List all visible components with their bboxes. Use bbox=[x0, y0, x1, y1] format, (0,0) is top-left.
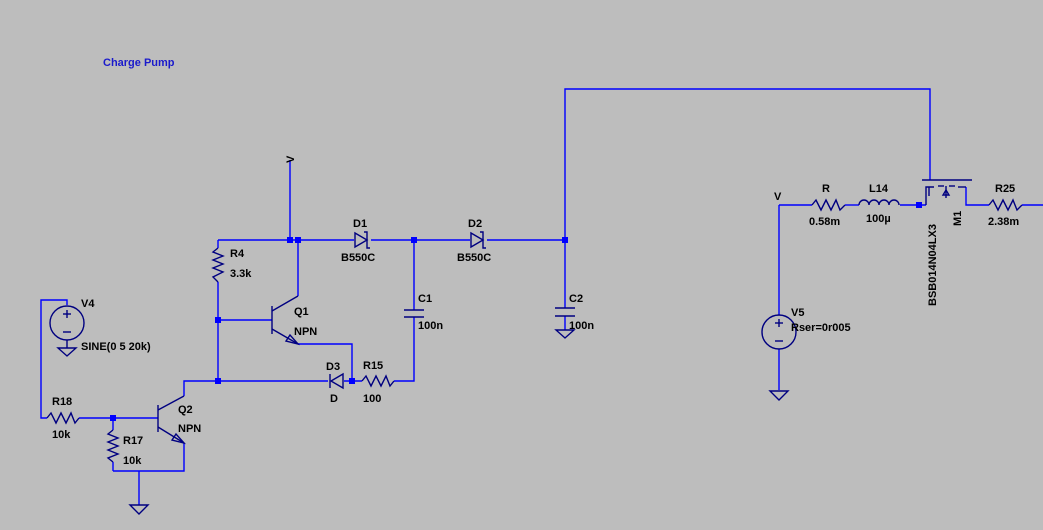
q1-value: NPN bbox=[294, 326, 317, 338]
wire-m1-r25 bbox=[965, 187, 989, 206]
net-label-v-top: V bbox=[285, 155, 297, 163]
resistor-zigzag-icon bbox=[106, 429, 120, 463]
c1-capacitor[interactable]: C1 100n bbox=[404, 293, 443, 332]
source-circle-icon bbox=[761, 314, 797, 350]
r4-resistor[interactable]: R4 3.3k bbox=[211, 247, 252, 283]
d3-name: D3 bbox=[326, 361, 340, 373]
ground-icon bbox=[768, 390, 790, 401]
d3-diode[interactable]: D3 D bbox=[326, 361, 344, 405]
inductor-coil-icon bbox=[858, 199, 900, 206]
q2-name: Q2 bbox=[178, 404, 193, 416]
l14-value: 100µ bbox=[866, 213, 891, 225]
wire-q1-emitter bbox=[298, 343, 353, 381]
wire-q2-collector bbox=[183, 380, 218, 396]
m1-value: BSB014N04LX3 bbox=[927, 224, 939, 306]
wire-gate bbox=[564, 88, 931, 240]
c2-name: C2 bbox=[569, 293, 583, 305]
r4-value: 3.3k bbox=[230, 268, 252, 280]
m1-name: M1 bbox=[952, 211, 964, 226]
r25-name: R25 bbox=[995, 183, 1015, 195]
r15-name: R15 bbox=[363, 360, 383, 372]
junction-dot bbox=[411, 237, 417, 243]
d1-name: D1 bbox=[353, 218, 367, 230]
d2-schottky-diode[interactable]: D2 B550C bbox=[457, 218, 491, 264]
r15-value: 100 bbox=[363, 393, 381, 405]
emitter-arrow-icon bbox=[284, 333, 301, 346]
d3-value: D bbox=[330, 393, 338, 405]
v4-name: V4 bbox=[81, 298, 95, 310]
l14-name: L14 bbox=[869, 183, 889, 195]
r17-resistor[interactable]: R17 10k bbox=[106, 429, 143, 467]
c1-name: C1 bbox=[418, 293, 432, 305]
net-label-v-right: V bbox=[774, 191, 782, 203]
diode-icon bbox=[354, 231, 369, 249]
diode-icon bbox=[470, 231, 485, 249]
junction-dot bbox=[287, 237, 293, 243]
junctions bbox=[110, 202, 922, 421]
v5-value: Rser=0r005 bbox=[791, 322, 851, 334]
emitter-arrow-icon bbox=[170, 432, 187, 445]
c2-capacitor[interactable]: C2 100n bbox=[554, 293, 594, 339]
wire-c1-r15 bbox=[394, 317, 415, 382]
r-resistor[interactable]: R 0.58m bbox=[809, 183, 846, 228]
l14-inductor[interactable]: L14 100µ bbox=[858, 183, 900, 225]
r18-name: R18 bbox=[52, 396, 72, 408]
v4-voltage-source[interactable]: V4 SINE(0 5 20k) bbox=[49, 298, 151, 357]
r18-resistor[interactable]: R18 10k bbox=[46, 396, 80, 441]
ground-icon bbox=[128, 504, 150, 515]
q1-npn-transistor[interactable]: Q1 NPN bbox=[271, 295, 317, 346]
mosfet-arrow-icon bbox=[941, 188, 951, 196]
junction-dot bbox=[295, 237, 301, 243]
v4-value: SINE(0 5 20k) bbox=[81, 341, 151, 353]
d2-name: D2 bbox=[468, 218, 482, 230]
q2-value: NPN bbox=[178, 423, 201, 435]
resistor-zigzag-icon bbox=[46, 411, 80, 425]
v5-name: V5 bbox=[791, 307, 804, 319]
wire-v4-r18 bbox=[40, 299, 68, 419]
wire-q2-emitter-gnd bbox=[113, 443, 185, 472]
q2-npn-transistor[interactable]: Q2 NPN bbox=[157, 395, 201, 445]
schematic-title: Charge Pump bbox=[103, 57, 175, 69]
r17-name: R17 bbox=[123, 435, 143, 447]
junction-dot bbox=[215, 378, 221, 384]
resistor-zigzag-icon bbox=[988, 198, 1023, 212]
ground-icon bbox=[56, 347, 78, 357]
r15-resistor[interactable]: R15 100 bbox=[361, 360, 395, 405]
r-value: 0.58m bbox=[809, 216, 840, 228]
r25-value: 2.38m bbox=[988, 216, 1019, 228]
c1-value: 100n bbox=[418, 320, 443, 332]
junction-dot bbox=[349, 378, 355, 384]
ground-icon bbox=[554, 329, 576, 339]
r18-value: 10k bbox=[52, 429, 71, 441]
resistor-zigzag-icon bbox=[361, 374, 395, 388]
r4-name: R4 bbox=[230, 248, 245, 260]
m1-mosfet[interactable]: M1 BSB014N04LX3 bbox=[922, 179, 972, 306]
junction-dot bbox=[562, 237, 568, 243]
v5-voltage-source[interactable]: V5 Rser=0r005 bbox=[761, 307, 851, 401]
resistor-zigzag-icon bbox=[211, 247, 225, 283]
r-name: R bbox=[822, 183, 830, 195]
d2-value: B550C bbox=[457, 252, 491, 264]
q1-name: Q1 bbox=[294, 306, 309, 318]
r25-resistor[interactable]: R25 2.38m bbox=[988, 183, 1023, 228]
junction-dot bbox=[916, 202, 922, 208]
wires bbox=[40, 88, 1043, 505]
r17-value: 10k bbox=[123, 455, 142, 467]
diode-icon bbox=[329, 372, 344, 390]
d1-schottky-diode[interactable]: D1 B550C bbox=[341, 218, 375, 264]
c2-value: 100n bbox=[569, 320, 594, 332]
junction-dot bbox=[215, 317, 221, 323]
d1-value: B550C bbox=[341, 252, 375, 264]
junction-dot bbox=[110, 415, 116, 421]
resistor-zigzag-icon bbox=[811, 198, 846, 212]
